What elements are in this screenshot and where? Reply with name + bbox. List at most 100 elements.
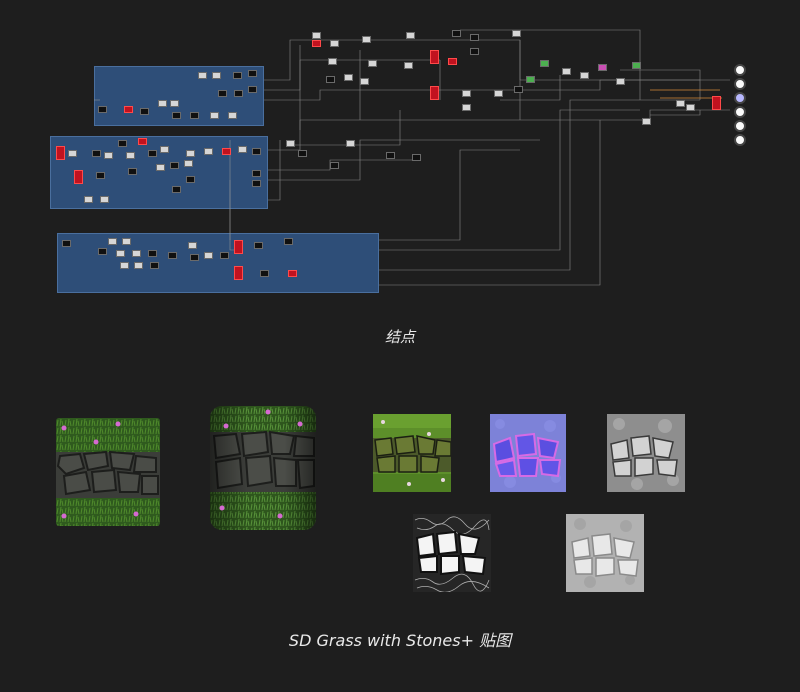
graph-node[interactable] [462, 90, 471, 97]
graph-node[interactable] [140, 108, 149, 115]
graph-node[interactable] [344, 74, 353, 81]
graph-node[interactable] [104, 152, 113, 159]
graph-node[interactable] [312, 40, 321, 47]
graph-node[interactable] [134, 262, 143, 269]
graph-node[interactable] [406, 32, 415, 39]
graph-node[interactable] [184, 160, 193, 167]
graph-node[interactable] [470, 34, 479, 41]
graph-node[interactable] [188, 242, 197, 249]
graph-node[interactable] [204, 148, 213, 155]
graph-node[interactable] [132, 250, 141, 257]
graph-node[interactable] [168, 252, 177, 259]
graph-node[interactable] [386, 152, 395, 159]
graph-node[interactable] [512, 30, 521, 37]
graph-node[interactable] [98, 248, 107, 255]
graph-node[interactable] [514, 86, 523, 93]
graph-node[interactable] [632, 62, 641, 69]
graph-node[interactable] [233, 72, 242, 79]
graph-node[interactable] [330, 162, 339, 169]
graph-node[interactable] [138, 138, 147, 145]
graph-node[interactable] [234, 240, 243, 254]
graph-node[interactable] [108, 238, 117, 245]
graph-node[interactable] [404, 62, 413, 69]
graph-node[interactable] [286, 140, 295, 147]
graph-node[interactable] [326, 76, 335, 83]
graph-node[interactable] [170, 162, 179, 169]
graph-node[interactable] [84, 196, 93, 203]
graph-node[interactable] [362, 36, 371, 43]
graph-node[interactable] [252, 148, 261, 155]
output-node[interactable] [734, 106, 746, 118]
graph-node[interactable] [676, 100, 685, 107]
output-node[interactable] [734, 120, 746, 132]
graph-node[interactable] [74, 170, 83, 184]
graph-node[interactable] [190, 112, 199, 119]
graph-node[interactable] [100, 196, 109, 203]
graph-node[interactable] [172, 186, 181, 193]
graph-node[interactable] [238, 146, 247, 153]
output-node[interactable] [734, 92, 746, 104]
graph-node[interactable] [642, 118, 651, 125]
graph-node[interactable] [712, 96, 721, 110]
graph-node[interactable] [616, 78, 625, 85]
graph-node[interactable] [160, 146, 169, 153]
graph-node[interactable] [148, 150, 157, 157]
graph-node[interactable] [122, 238, 131, 245]
graph-node[interactable] [562, 68, 571, 75]
graph-node[interactable] [312, 32, 321, 39]
graph-node[interactable] [116, 250, 125, 257]
graph-node[interactable] [92, 150, 101, 157]
graph-node[interactable] [96, 172, 105, 179]
graph-node[interactable] [448, 58, 457, 65]
graph-node[interactable] [526, 76, 535, 83]
output-node[interactable] [734, 64, 746, 76]
graph-node[interactable] [580, 72, 589, 79]
graph-node[interactable] [228, 112, 237, 119]
graph-node[interactable] [156, 164, 165, 171]
graph-node[interactable] [298, 150, 307, 157]
graph-node[interactable] [260, 270, 269, 277]
graph-node[interactable] [118, 140, 127, 147]
graph-node[interactable] [124, 106, 133, 113]
node-graph[interactable] [0, 0, 800, 310]
graph-node[interactable] [150, 262, 159, 269]
graph-node[interactable] [494, 90, 503, 97]
graph-node[interactable] [128, 168, 137, 175]
graph-node[interactable] [234, 266, 243, 280]
graph-node[interactable] [252, 180, 261, 187]
graph-node[interactable] [234, 90, 243, 97]
graph-node[interactable] [204, 252, 213, 259]
graph-node[interactable] [190, 254, 199, 261]
graph-node[interactable] [186, 150, 195, 157]
graph-node[interactable] [430, 50, 439, 64]
graph-node[interactable] [172, 112, 181, 119]
graph-node[interactable] [248, 86, 257, 93]
graph-node[interactable] [126, 152, 135, 159]
graph-node[interactable] [452, 30, 461, 37]
graph-node[interactable] [212, 72, 221, 79]
graph-node[interactable] [284, 238, 293, 245]
graph-node[interactable] [210, 112, 219, 119]
graph-node[interactable] [288, 270, 297, 277]
graph-node[interactable] [254, 242, 263, 249]
graph-node[interactable] [346, 140, 355, 147]
graph-node[interactable] [220, 252, 229, 259]
output-node[interactable] [734, 78, 746, 90]
graph-node[interactable] [170, 100, 179, 107]
graph-node[interactable] [148, 250, 157, 257]
graph-node[interactable] [470, 48, 479, 55]
graph-node[interactable] [186, 176, 195, 183]
graph-node[interactable] [222, 148, 231, 155]
graph-node[interactable] [462, 104, 471, 111]
graph-node[interactable] [68, 150, 77, 157]
graph-node[interactable] [120, 262, 129, 269]
graph-node[interactable] [430, 86, 439, 100]
graph-node[interactable] [98, 106, 107, 113]
output-node[interactable] [734, 134, 746, 146]
graph-node[interactable] [686, 104, 695, 111]
graph-node[interactable] [158, 100, 167, 107]
graph-node[interactable] [62, 240, 71, 247]
graph-node[interactable] [218, 90, 227, 97]
graph-node[interactable] [252, 170, 261, 177]
graph-node[interactable] [540, 60, 549, 67]
